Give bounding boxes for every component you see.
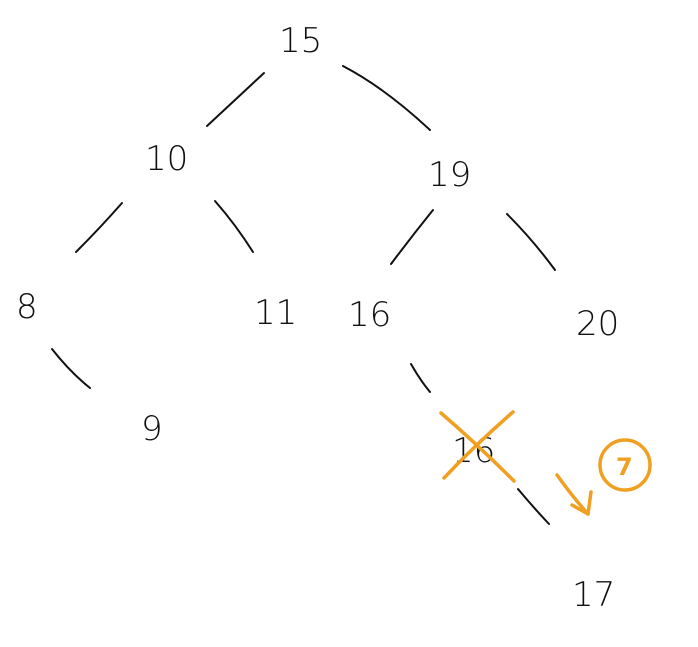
node-11: 11 [254,293,297,333]
node-10: 10 [145,139,188,179]
edge-10-11 [214,200,254,253]
node-19: 19 [428,155,471,195]
edge-10-8 [75,202,123,253]
nodes-group: 15 10 19 8 11 16 20 9 16 17 [16,21,619,615]
node-8: 8 [16,287,38,327]
edge-19-20 [506,213,556,271]
edge-8-9 [51,348,91,389]
node-16: 16 [348,295,391,335]
step-number: 7 [616,453,633,481]
node-15: 15 [279,21,322,61]
node-20: 20 [576,304,619,344]
node-17: 17 [572,575,615,615]
edge-19-16 [390,209,434,265]
node-9: 9 [141,409,163,449]
annotation-group: 7 [439,410,652,516]
edge-16-16b [410,363,431,393]
edge-15-10 [206,72,265,127]
edge-16b-17 [517,488,550,525]
cross-out-mark [439,410,516,483]
edge-15-19 [342,65,431,131]
step-circle-icon [598,438,652,492]
arrow-icon [555,473,593,516]
edges-group [51,65,556,525]
